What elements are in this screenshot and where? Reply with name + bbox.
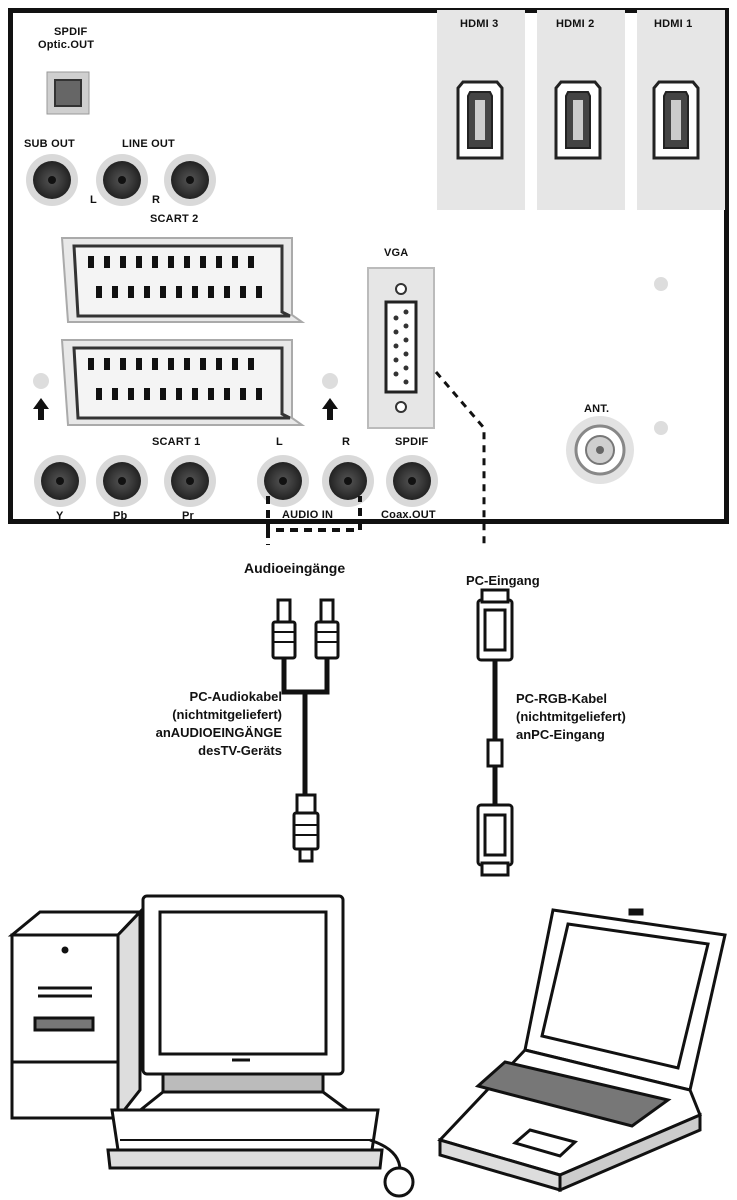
hdmi3-port (437, 10, 525, 210)
sub-out-label: SUB OUT (24, 138, 75, 150)
spdif-coax-jack (386, 455, 438, 507)
spdif-optical-port (46, 71, 90, 115)
hdmi2-label: HDMI 2 (556, 18, 595, 30)
spdif-optic-label-1: SPDIF (54, 26, 88, 38)
component-y-label: Y (56, 510, 64, 522)
hdmi3-label: HDMI 3 (460, 18, 499, 30)
laptop (437, 908, 727, 1193)
hdmi1-port (637, 10, 725, 210)
line-out-r-jack (164, 154, 216, 206)
rgb-cable-caption: PC-RGB-Kabel (nichtmitgeliefert) anPC-Ei… (516, 691, 626, 742)
line-out-label: LINE OUT (122, 138, 175, 150)
desktop-tower (7, 908, 144, 1123)
scart1-label: SCART 1 (152, 436, 201, 448)
scart1-port (60, 339, 306, 426)
spdif-optic-label-2: Optic.OUT (38, 39, 95, 51)
audio-in-r-label: R (342, 436, 351, 448)
line-out-l-jack (96, 154, 148, 206)
audio-in-dashed-bracket (266, 496, 362, 545)
component-pr-label: Pr (182, 510, 195, 522)
audio-in-l-label: L (276, 436, 283, 448)
audio-in-label: AUDIO IN (282, 509, 334, 521)
scart-arrow-left-icon (33, 398, 49, 420)
rgb-cable (476, 588, 514, 877)
component-pr-jack (164, 455, 216, 507)
pc-input-title: PC-Eingang (466, 573, 540, 588)
scart2-label: SCART 2 (150, 213, 199, 225)
hdmi2-port (537, 10, 625, 210)
spdif-coax-label: SPDIF (395, 436, 429, 448)
hdmi1-label: HDMI 1 (654, 18, 693, 30)
coax-out-label: Coax.OUT (381, 509, 436, 521)
sub-out-jack (26, 154, 78, 206)
vga-port (367, 267, 435, 429)
scart2-port (60, 237, 306, 323)
vga-dashed-line (434, 371, 486, 548)
line-out-r-label: R (152, 194, 161, 206)
vga-label: VGA (384, 247, 409, 259)
component-y-jack (34, 455, 86, 507)
audio-in-r-jack (322, 455, 374, 507)
ant-label: ANT. (584, 403, 610, 415)
audio-inputs-title: Audioeingänge (244, 560, 346, 576)
component-pb-label: Pb (113, 510, 128, 522)
component-pb-jack (96, 455, 148, 507)
audio-in-l-jack (257, 455, 309, 507)
audio-cable (271, 598, 340, 863)
line-out-l-label: L (90, 194, 97, 206)
desktop-monitor (106, 894, 415, 1198)
audio-cable-caption: PC-Audiokabel (nichtmitgeliefert) anAUDI… (155, 689, 282, 758)
scart-arrow-right-icon (322, 398, 338, 420)
antenna-port (566, 416, 634, 484)
